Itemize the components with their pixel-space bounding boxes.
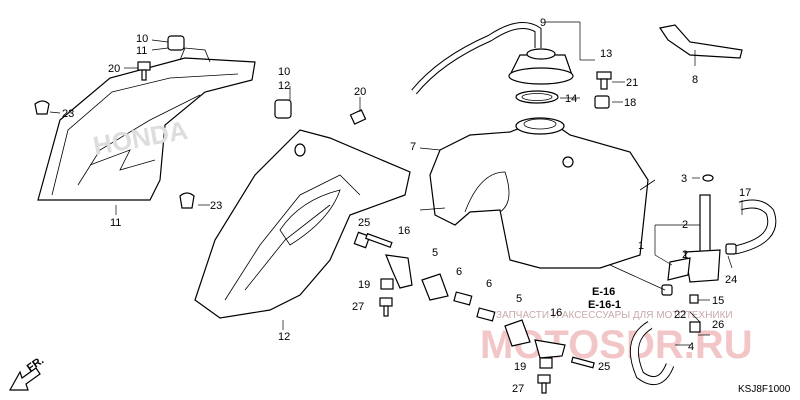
callout-16: 16 (550, 307, 562, 319)
breather-tube (411, 22, 542, 95)
bolt-20-right (349, 109, 367, 125)
callout-22: 22 (674, 309, 686, 321)
right-shroud (194, 129, 411, 319)
callout-6: 6 (456, 266, 462, 278)
collar-6-upper (453, 291, 473, 306)
callout-27: 27 (352, 301, 364, 313)
callout-23: 23 (210, 200, 222, 212)
callout-25: 25 (358, 217, 370, 229)
callout-17: 17 (739, 187, 751, 199)
watermark-text: ЗАПЧАСТИ И АКСЕССУАРЫ ДЛЯ МОТОТЕХНИКИ (496, 310, 733, 321)
callout-7: 7 (410, 141, 416, 153)
callout-13: 13 (600, 48, 612, 60)
reference-label: E-16-1 (588, 299, 621, 311)
callout-9: 9 (540, 17, 546, 29)
callout-23: 23 (62, 108, 74, 120)
callout-2: 2 (682, 219, 688, 231)
direction-label: FR. (25, 354, 46, 374)
screw-21 (596, 71, 612, 90)
clip-24 (725, 243, 737, 255)
bolt-27-lower (537, 374, 551, 394)
front-direction-arrow: FR. (8, 354, 46, 391)
callout-18: 18 (624, 97, 636, 109)
callout-8: 8 (692, 74, 698, 86)
screw-15 (689, 294, 699, 304)
bracket-8 (659, 24, 743, 59)
callout-1: 1 (638, 240, 644, 252)
callout-5: 5 (432, 247, 438, 259)
collar-18 (594, 95, 610, 109)
rubber-mount-5-upper (421, 273, 449, 301)
callout-10: 10 (278, 66, 290, 78)
callout-20: 20 (354, 86, 366, 98)
callout-12: 12 (278, 80, 290, 92)
callout-12: 12 (278, 331, 290, 343)
callout-25: 25 (598, 361, 610, 373)
callout-3: 3 (681, 173, 687, 185)
leader-lines (49, 21, 743, 346)
fuel-tank (419, 117, 656, 269)
collar-10-11-left (167, 35, 185, 51)
callout-15: 15 (712, 295, 724, 307)
rubber-grommet-23-right (179, 192, 195, 209)
fuel-hose-17 (733, 199, 777, 255)
fuel-tube-4 (629, 321, 675, 386)
callout-11: 11 (110, 217, 121, 229)
bolt-20-left (137, 61, 151, 81)
fuel-strainer-3 (702, 174, 714, 182)
callout-14: 14 (565, 93, 577, 105)
callout-labels: 10 11 20 23 11 23 10 12 20 12 7 9 13 14 … (62, 17, 751, 395)
left-shroud: HONDA (37, 47, 256, 201)
nut-19-lower (539, 357, 553, 369)
bolt-25-lower (570, 356, 595, 369)
cap-gasket-14 (515, 90, 559, 104)
callout-5: 5 (516, 293, 522, 305)
callout-6: 6 (486, 278, 492, 290)
bolt-27-upper (379, 297, 393, 317)
callout-16: 16 (398, 225, 410, 237)
washer-26 (689, 321, 701, 333)
collar-6-lower (476, 307, 496, 322)
diagram-code: KSJ8F1000 (738, 384, 791, 395)
clip-22 (661, 284, 673, 296)
callout-24: 24 (725, 274, 737, 286)
callout-27: 27 (512, 383, 524, 395)
callout-10: 10 (136, 33, 148, 45)
callout-19: 19 (514, 361, 526, 373)
callout-19: 19 (358, 279, 370, 291)
nut-19-upper (380, 278, 394, 290)
callout-11: 11 (136, 45, 147, 57)
bolt-25-upper (353, 231, 393, 249)
callout-4: 4 (688, 341, 694, 353)
fuel-cap (508, 48, 574, 85)
fuel-valve-1 (667, 194, 721, 283)
callout-21: 21 (626, 77, 638, 89)
collar-10-12-right (274, 99, 292, 119)
rubber-grommet-23-left (34, 100, 50, 115)
bracket-16-upper (385, 254, 413, 289)
callout-2: 2 (682, 249, 688, 261)
rubber-mount-5-lower (504, 319, 531, 347)
reference-label: E-16 (592, 286, 615, 298)
bracket-16-lower (534, 339, 566, 359)
callout-20: 20 (108, 63, 120, 75)
callout-26: 26 (712, 319, 724, 331)
